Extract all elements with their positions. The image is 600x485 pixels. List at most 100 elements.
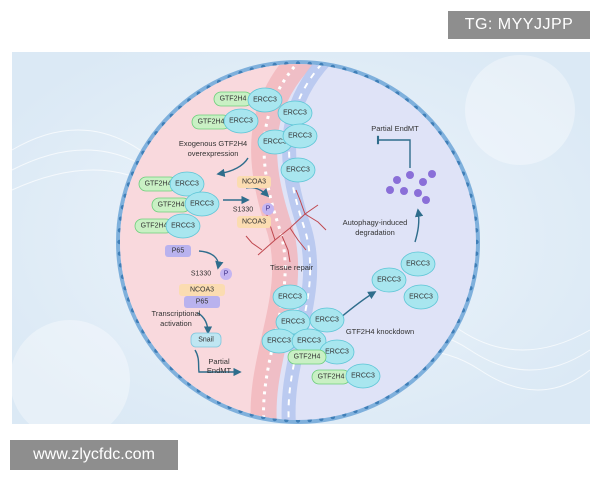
ercc3-protein: ERCC3 <box>371 267 407 293</box>
s1330-label: S1330 <box>233 207 253 214</box>
label-autophagy: Autophagy-induced <box>343 218 408 227</box>
label-partial-endmt-right: Partial EndMT <box>371 124 419 133</box>
phospho-group: P <box>220 268 232 280</box>
gtf2h4-label: GTF2H4 <box>158 202 185 209</box>
ercc3-shape <box>247 87 283 113</box>
ercc3-protein: ERCC3 <box>223 108 259 134</box>
label-endmt-left: EndMT <box>207 366 232 375</box>
ercc3-shape <box>400 251 436 277</box>
ercc3-label: ERCC3 <box>171 223 195 230</box>
gtf2h4-shape <box>287 349 327 365</box>
ercc3-protein: ERCC3 <box>400 251 436 277</box>
ercc3-protein: ERCC3 <box>261 328 297 354</box>
ercc3-shape <box>345 363 381 389</box>
label-transcriptional: Transcriptional <box>152 309 201 318</box>
ncoa3-protein: NCOA3 <box>237 216 271 228</box>
fragment-dot <box>422 196 430 204</box>
fragment-dot <box>419 178 427 186</box>
ercc3-shape <box>371 267 407 293</box>
ercc3-label: ERCC3 <box>175 181 199 188</box>
background-blob <box>465 55 575 165</box>
gtf2h4-protein: GTF2H4 <box>213 91 253 107</box>
gtf2h4-label: GTF2H4 <box>198 119 225 126</box>
gtf2h4-protein: GTF2H4 <box>134 218 174 234</box>
ercc3-protein: ERCC3 <box>277 100 313 126</box>
ercc3-label: ERCC3 <box>288 133 312 140</box>
ercc3-shape <box>223 108 259 134</box>
ercc3-label: ERCC3 <box>325 349 349 356</box>
ncoa3-protein-shape <box>237 176 271 188</box>
ercc3-label: ERCC3 <box>267 338 291 345</box>
label-overexpression: overexpression <box>188 149 239 158</box>
p65-protein: P65 <box>184 296 220 308</box>
ercc3-label: ERCC3 <box>263 139 287 146</box>
ercc3-protein: ERCC3 <box>169 171 205 197</box>
ercc3-shape <box>169 171 205 197</box>
ercc3-label: ERCC3 <box>253 97 277 104</box>
ncoa3-protein-shape <box>179 284 225 296</box>
ercc3-label: ERCC3 <box>409 294 433 301</box>
s1330-label: S1330 <box>191 271 211 278</box>
gtf2h4-protein: GTF2H4 <box>287 349 327 365</box>
ercc3-label: ERCC3 <box>283 110 307 117</box>
ercc3-label: ERCC3 <box>229 118 253 125</box>
vessel-wall-dots <box>262 64 307 420</box>
gtf2h4-protein: GTF2H4 <box>151 197 191 213</box>
watermark-top: TG: MYYJJPP <box>448 11 590 39</box>
snail-shape <box>190 332 222 348</box>
ercc3-shape <box>309 307 345 333</box>
p65-protein-shape <box>184 296 220 308</box>
ercc3-shape <box>184 191 220 217</box>
gtf2h4-label: GTF2H4 <box>294 354 321 361</box>
ercc3-shape <box>282 123 318 149</box>
phospho-label: P <box>224 271 229 278</box>
arrows <box>194 135 424 377</box>
label-partial-left: Partial <box>208 357 230 366</box>
ercc3-label: ERCC3 <box>406 261 430 268</box>
ercc3-shape <box>403 284 439 310</box>
phospho-group: P <box>262 203 274 215</box>
snail-label: Snail <box>198 337 214 344</box>
ercc3-label: ERCC3 <box>297 338 321 345</box>
fragment-dot <box>400 187 408 195</box>
ercc3-shape <box>165 213 201 239</box>
p65-protein-label: P65 <box>196 299 209 306</box>
fragment-dot <box>406 171 414 179</box>
ercc3-protein: ERCC3 <box>272 284 308 310</box>
fragment-dot <box>393 176 401 184</box>
ercc3-protein: ERCC3 <box>345 363 381 389</box>
gtf2h4-label: GTF2H4 <box>145 181 172 188</box>
ercc3-protein: ERCC3 <box>282 123 318 149</box>
label-knockdown: GTF2H4 knockdown <box>346 327 414 336</box>
label-degradation: degradation <box>355 228 395 237</box>
gtf2h4-protein: GTF2H4 <box>311 369 351 385</box>
background-blob <box>10 320 130 440</box>
ercc3-shape <box>280 157 316 183</box>
ercc3-protein: ERCC3 <box>184 191 220 217</box>
arrow-overexpression <box>216 157 249 178</box>
ercc3-label: ERCC3 <box>315 317 339 324</box>
label-tissue-repair: Tissue repair <box>270 263 314 272</box>
arrow-degradation <box>414 208 424 243</box>
ercc3-protein: ERCC3 <box>165 213 201 239</box>
ncoa3-protein-shape <box>237 216 271 228</box>
phospho-label: P <box>266 206 271 213</box>
gtf2h4-label: GTF2H4 <box>220 96 247 103</box>
degraded-fragments <box>386 170 436 204</box>
phospho-shape <box>262 203 274 215</box>
ncoa3-protein: NCOA3 <box>179 284 225 296</box>
ncoa3-protein-label: NCOA3 <box>242 219 266 226</box>
ercc3-protein: ERCC3 <box>309 307 345 333</box>
p65-protein-shape <box>165 245 191 257</box>
ercc3-label: ERCC3 <box>278 294 302 301</box>
label-activation: activation <box>160 319 192 328</box>
ercc3-label: ERCC3 <box>286 167 310 174</box>
gtf2h4-label: GTF2H4 <box>318 374 345 381</box>
ercc3-protein: ERCC3 <box>403 284 439 310</box>
ncoa3-protein-label: NCOA3 <box>242 179 266 186</box>
ercc3-protein: ERCC3 <box>247 87 283 113</box>
inhibit-partial-endmt <box>376 135 411 168</box>
